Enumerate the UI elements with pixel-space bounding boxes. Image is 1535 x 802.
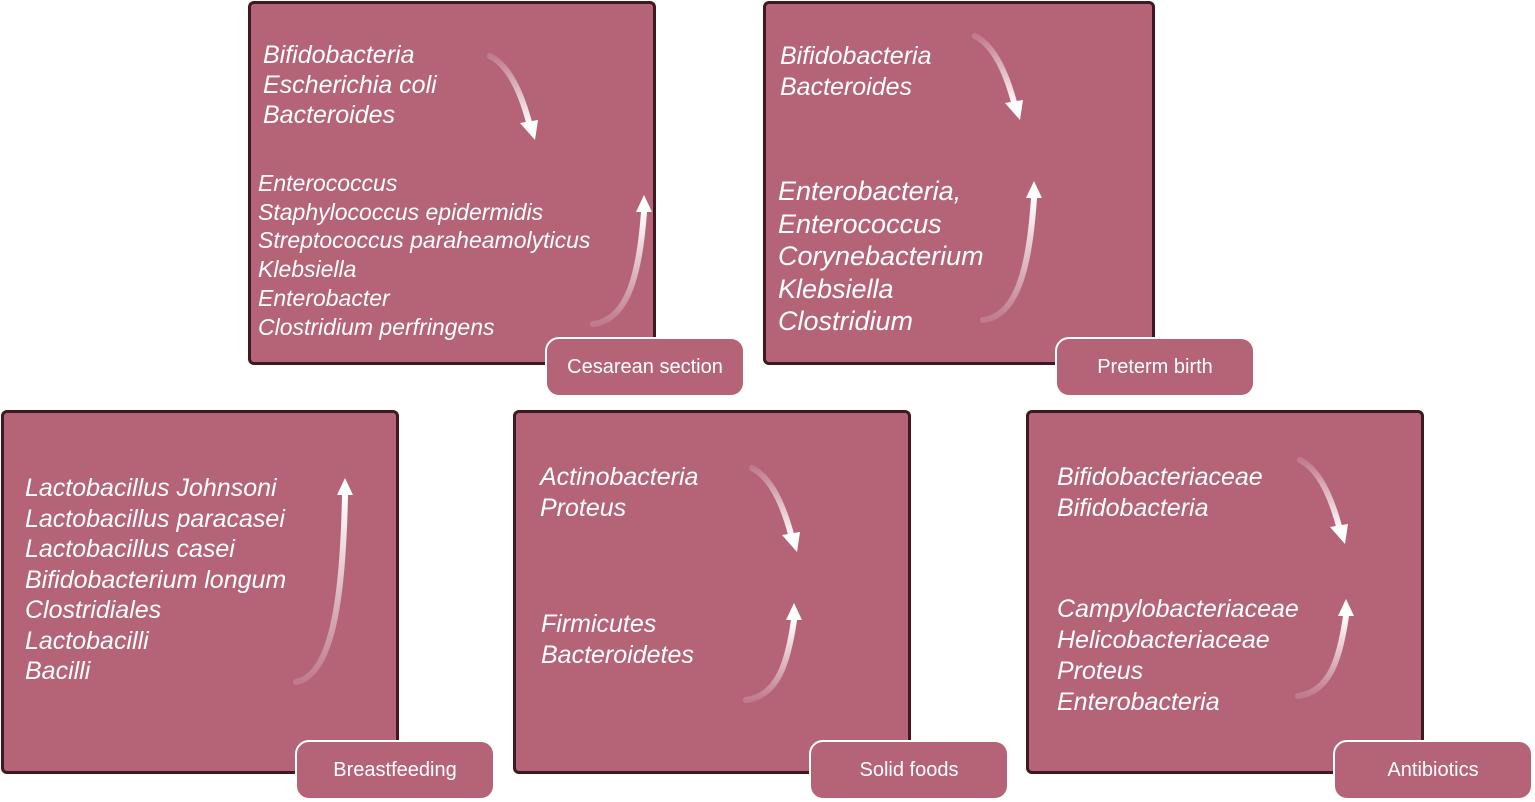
increase-arrow-icon (1295, 599, 1354, 699)
increase-arrow-icon (980, 181, 1042, 323)
increase-arrow-icon (590, 195, 652, 327)
taxon-item: Enterococcus (778, 208, 942, 239)
label-breastfeeding: Breastfeeding (295, 740, 495, 800)
taxon-item: Proteus (540, 494, 627, 522)
taxon-item: Enterobacteria (1057, 688, 1220, 716)
taxon-item: Bifidobacteriaceae (1057, 463, 1263, 491)
taxon-item: Lactobacillus paracasei (25, 504, 285, 533)
taxon-item: Staphylococcus epidermidis (258, 198, 544, 225)
label-preterm-birth: Preterm birth (1055, 337, 1255, 397)
taxon-item: Clostridium (778, 306, 914, 336)
label-cesarean-section: Cesarean section (545, 337, 745, 397)
taxon-item: Clostridiales (25, 596, 162, 624)
label-antibiotics: Antibiotics (1333, 740, 1533, 800)
taxon-item: Klebsiella (258, 256, 357, 283)
taxon-item: Klebsiella (778, 273, 894, 304)
taxon-item: Proteus (1057, 657, 1144, 685)
taxon-item: Streptococcus paraheamolyticus (258, 227, 591, 254)
taxon-item: Escherichia coli (263, 71, 437, 99)
taxon-item: Helicobacteriaceae (1057, 626, 1270, 654)
increase-arrow-icon (293, 478, 353, 685)
taxon-item: Bacteroides (780, 73, 913, 101)
panel-breastfeeding (1, 410, 399, 774)
panel-antibiotics (1026, 410, 1424, 774)
label-solid-foods: Solid foods (809, 740, 1009, 800)
taxon-item: Enterobacteria, (778, 176, 962, 206)
taxon-item: Lactobacilli (25, 626, 149, 655)
taxon-item: Campylobacteriaceae (1057, 595, 1299, 623)
taxon-item: Enterococcus (258, 170, 398, 196)
taxon-item: Lactobacillus Johnsoni (25, 474, 277, 502)
taxon-item: Bifidobacteria (780, 42, 932, 70)
taxon-item: Actinobacteria (540, 463, 699, 491)
increase-arrow-icon (743, 603, 802, 703)
taxon-item: Lactobacillus casei (25, 535, 235, 563)
panel-solid-foods (513, 410, 911, 774)
taxon-item: Clostridium perfringens (258, 313, 495, 340)
taxon-item: Bacteroides (263, 101, 396, 129)
panel-preterm-birth (763, 1, 1155, 365)
taxon-item: Bifidobacteria (263, 41, 415, 69)
panel-cesarean-section (248, 1, 656, 365)
decrease-arrow-icon (749, 465, 800, 552)
decrease-arrow-icon (1297, 457, 1348, 544)
taxon-item: Bifidobacteria (1057, 494, 1209, 522)
decrease-arrow-icon (972, 33, 1023, 120)
decrease-arrow-icon (487, 53, 538, 140)
taxon-item: Bifidobacterium longum (25, 565, 287, 594)
taxon-item: Enterobacter (258, 284, 390, 311)
taxon-item: Firmicutes (541, 610, 657, 638)
taxon-item: Bacilli (25, 657, 91, 685)
taxon-item: Corynebacterium (778, 241, 984, 271)
taxon-item: Bacteroidetes (541, 641, 694, 669)
